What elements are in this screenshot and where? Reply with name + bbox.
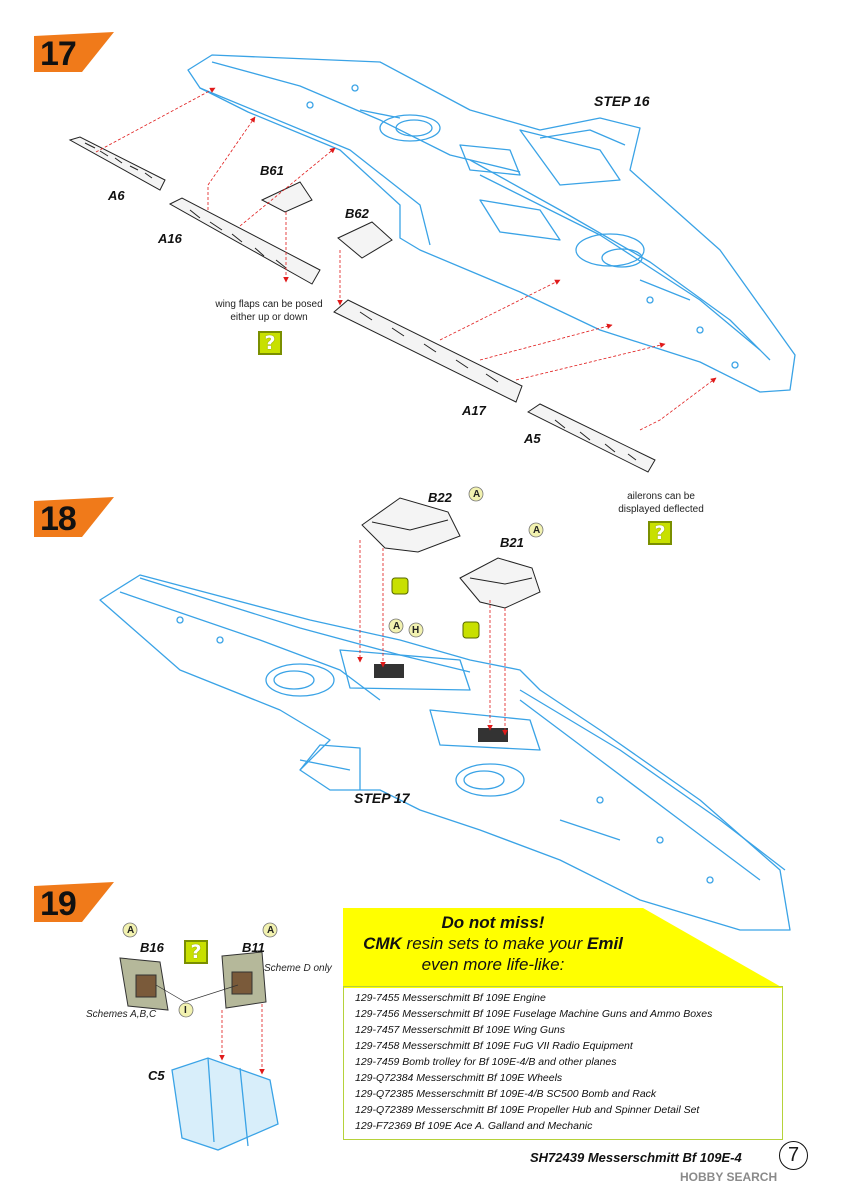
part-b62-drawing: [337, 221, 393, 259]
watermark: HOBBY SEARCH: [680, 1170, 778, 1184]
step-17-badge: 17: [34, 32, 124, 74]
gun-bay-left: [374, 664, 404, 678]
paint-code-h: H: [412, 625, 420, 636]
part-label-b62: B62: [345, 206, 369, 221]
step-number: 19: [40, 885, 77, 923]
part-label-a16: A16: [158, 231, 182, 246]
step-number: 18: [40, 500, 77, 538]
list-item: 129-Q72385 Messerschmitt Bf 109E-4/B SC5…: [355, 1088, 657, 1100]
part-label-a17: A17: [462, 403, 486, 418]
step-17-view-label: STEP 17: [354, 790, 410, 806]
step-18-badge: 18: [34, 497, 124, 539]
optional-icon: ?: [184, 940, 208, 964]
part-b61-drawing: [260, 181, 313, 213]
part-b16-drawing: [119, 957, 169, 1011]
wing-step-17-view: [99, 574, 791, 931]
flaps-note: wing flaps can be posed either up or dow…: [215, 299, 323, 323]
paint-drop-icon: [122, 486, 544, 1018]
step-badge-shape: [34, 882, 114, 922]
paint-code-a: A: [267, 925, 275, 936]
list-item: 129-Q72384 Messerschmitt Bf 109E Wheels: [355, 1072, 563, 1084]
wing-step-16-view: [187, 54, 796, 393]
schemes-abc-note: Schemes A,B,C: [86, 1009, 157, 1020]
part-label-b61: B61: [260, 163, 284, 178]
promo-list: 129-7455 Messerschmitt Bf 109E Engine 12…: [355, 990, 775, 1134]
part-b22-drawing: [361, 497, 461, 553]
part-a5-drawing: [527, 403, 656, 473]
step-number: 17: [40, 35, 77, 73]
cmk-promo: Do not miss! CMK resin sets to make your…: [343, 908, 783, 1140]
gun-bay-right: [478, 728, 508, 742]
promo-highlight: [343, 908, 783, 988]
part-label-a5: A5: [524, 431, 541, 446]
part-label-c5: C5: [148, 1068, 165, 1083]
part-label-b22: B22: [428, 490, 452, 505]
promo-frame: [343, 986, 783, 1140]
page-number: 7: [779, 1141, 808, 1170]
step-19-badge: 19: [34, 882, 124, 924]
paint-code-a: A: [533, 525, 541, 536]
optional-icon: ?: [258, 331, 282, 355]
step-16-view-label: STEP 16: [594, 93, 650, 109]
list-item: 129-7455 Messerschmitt Bf 109E Engine: [355, 992, 546, 1004]
part-b21-drawing: [459, 557, 541, 609]
paint-code-a: A: [127, 925, 135, 936]
part-a6-drawing: [68, 136, 166, 191]
part-a17-drawing: [333, 299, 523, 403]
part-label-b16: B16: [140, 940, 164, 955]
part-c5-drawing: [171, 1057, 279, 1151]
list-item: 129-7459 Bomb trolley for Bf 109E-4/B an…: [355, 1056, 617, 1068]
list-item: 129-7456 Messerschmitt Bf 109E Fuselage …: [355, 1008, 713, 1020]
part-label-b11: B11: [242, 940, 265, 955]
step-badge-shape: [34, 32, 114, 72]
promo-heading: Do not miss! CMK resin sets to make your…: [363, 913, 623, 974]
paint-code-a: A: [393, 621, 401, 632]
paint-code-a: A: [473, 489, 481, 500]
part-label-a6: A6: [108, 188, 125, 203]
list-item: 129-7458 Messerschmitt Bf 109E FuG VII R…: [355, 1040, 633, 1052]
part-b11-drawing: [221, 951, 267, 1009]
footer-title: SH72439 Messerschmitt Bf 109E-4: [530, 1150, 742, 1165]
step-badge-shape: [34, 497, 114, 537]
list-item: 129-F72369 Bf 109E Ace A. Galland and Me…: [355, 1120, 593, 1132]
scheme-d-note: Scheme D only: [264, 963, 332, 974]
glue-hand-icon: [391, 577, 480, 639]
part-a16-drawing: [168, 197, 321, 285]
ailerons-note: ailerons can be displayed deflected: [618, 491, 704, 515]
list-item: 129-7457 Messerschmitt Bf 109E Wing Guns: [355, 1024, 566, 1036]
paint-code-i: I: [184, 1005, 187, 1016]
part-label-b21: B21: [500, 535, 524, 550]
list-item: 129-Q72389 Messerschmitt Bf 109E Propell…: [355, 1104, 700, 1116]
optional-icon: ?: [648, 521, 672, 545]
